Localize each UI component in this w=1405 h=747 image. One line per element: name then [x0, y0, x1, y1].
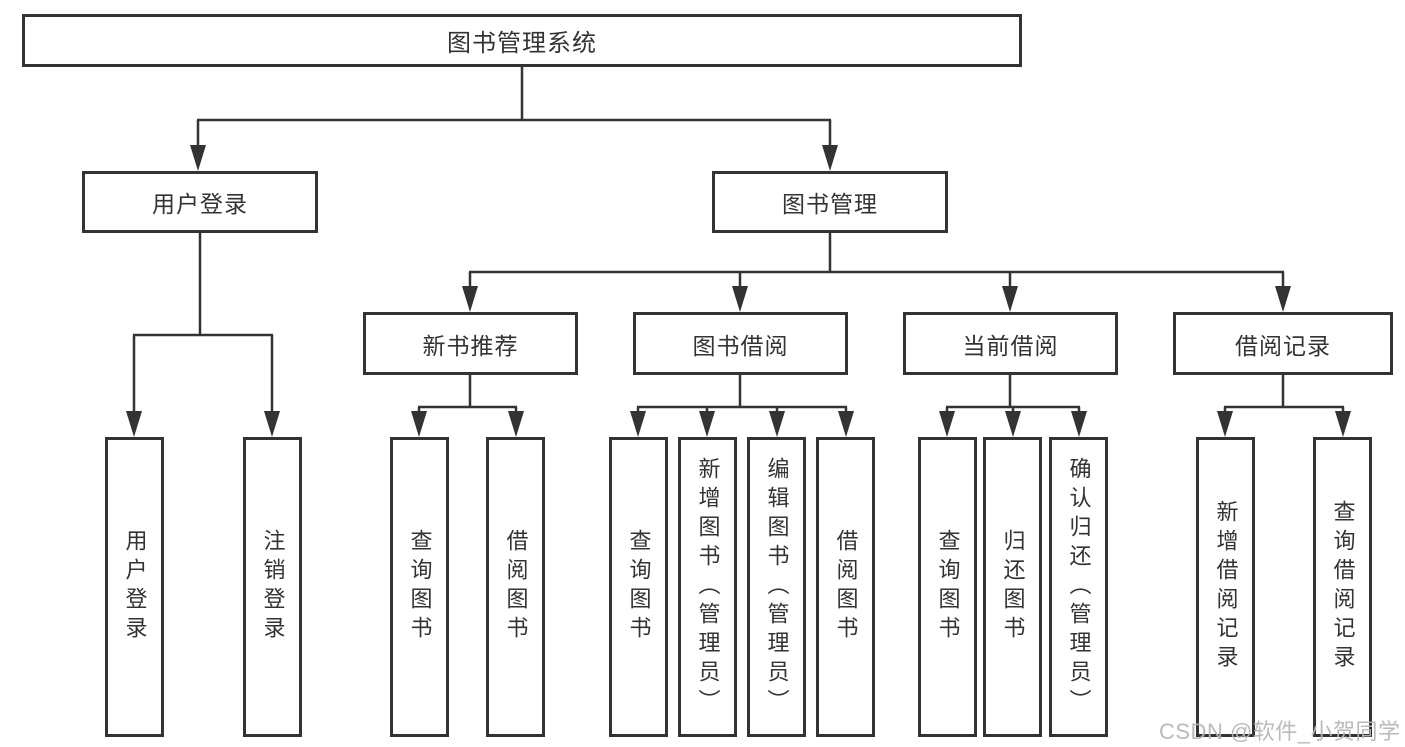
node-borrow-records: 借阅记录 [1173, 312, 1393, 375]
node-new-book-recommend: 新书推荐 [363, 312, 578, 375]
connector-borrow-records-to-leaves [1217, 375, 1351, 437]
connector-book-borrow-to-leaves [630, 375, 854, 437]
connector-book-management-to-level3 [462, 233, 1291, 312]
leaf-logout: 注销登录 [243, 437, 302, 737]
leaf-add-books-admin: 新增图书（管理员） [678, 437, 737, 737]
leaf-query-borrow-record: 查询借阅记录 [1313, 437, 1372, 737]
leaf-return-books: 归还图书 [983, 437, 1042, 737]
leaf-confirm-return-admin: 确认归还（管理员） [1049, 437, 1108, 737]
leaf-borrow-books: 借阅图书 [816, 437, 875, 737]
leaf-add-borrow-record: 新增借阅记录 [1196, 437, 1255, 737]
node-current-borrow: 当前借阅 [903, 312, 1118, 375]
leaf-edit-books-admin: 编辑图书（管理员） [747, 437, 806, 737]
node-user-login: 用户登录 [82, 171, 318, 233]
connector-current-borrow-to-leaves [939, 375, 1087, 437]
leaf-query-books-current: 查询图书 [918, 437, 977, 737]
node-root-library-system: 图书管理系统 [22, 14, 1022, 67]
csdn-watermark: CSDN @软件_小贺同学 [1159, 719, 1401, 744]
node-book-management: 图书管理 [712, 171, 948, 233]
connector-new-book-recommend-to-leaves [411, 375, 524, 437]
connector-user-login-to-leaves [126, 233, 280, 437]
node-book-borrow: 图书借阅 [633, 312, 848, 375]
leaf-query-books-borrow: 查询图书 [609, 437, 668, 737]
leaf-borrow-books-recommend: 借阅图书 [486, 437, 545, 737]
connector-root-to-level2 [190, 67, 838, 171]
leaf-query-books-recommend: 查询图书 [390, 437, 449, 737]
leaf-user-login: 用户登录 [105, 437, 164, 737]
